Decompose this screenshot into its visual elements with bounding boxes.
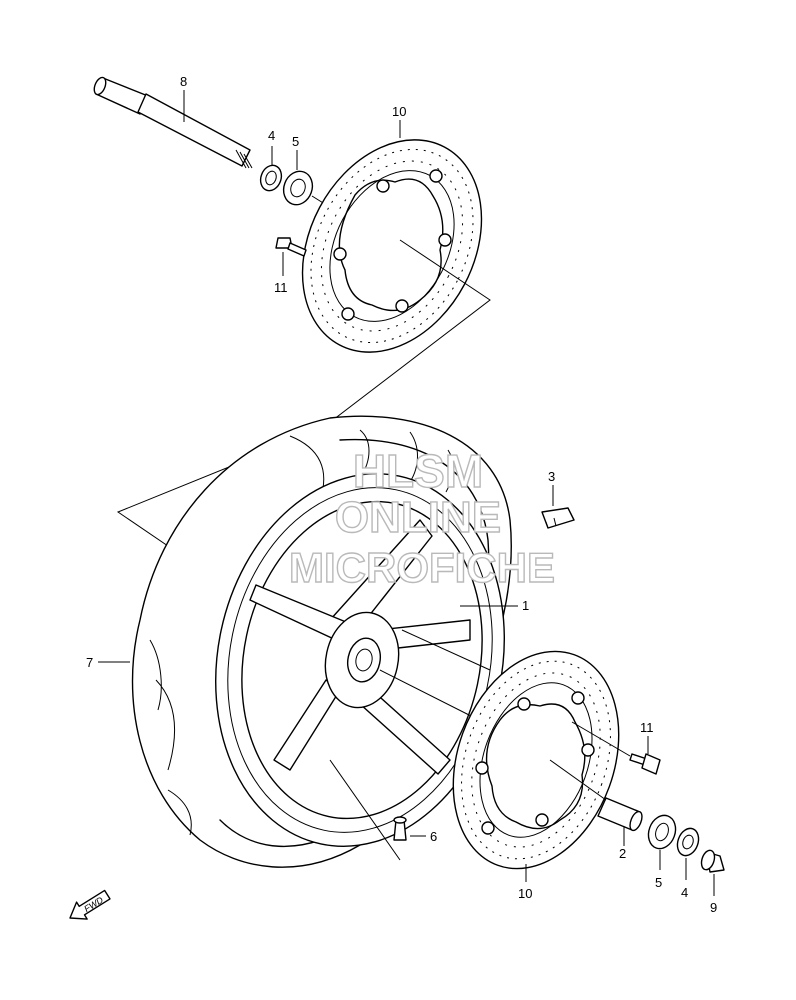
label-seal-lower: 4 [681,885,688,900]
oil-seal-upper [259,164,283,192]
air-valve [393,816,407,841]
label-tire: 7 [86,655,93,670]
brake-disc-lower [452,650,620,870]
bearing-lower [647,814,677,850]
bolt-lower [629,753,661,775]
label-spacer: 2 [619,846,626,861]
axle [93,76,253,169]
label-axle-collar: 9 [710,900,717,915]
watermark-line3: MICROFICHE [289,544,555,591]
watermark-line2: ONLINE [335,493,501,542]
watermark: HLSM ONLINE MICROFICHE [288,444,555,591]
label-bearing-upper: 5 [292,134,299,149]
label-disc-upper: 10 [392,104,406,119]
label-seal-upper: 4 [268,128,275,143]
label-bearing-lower: 5 [655,875,662,890]
axle-collar [700,849,725,873]
label-axle: 8 [180,74,187,89]
label-wheel: 1 [522,598,529,613]
label-balance-weight: 3 [548,469,555,484]
brake-disc-upper [301,139,483,353]
watermark-line1: HLSM [353,445,483,497]
bolt-upper [275,237,307,257]
label-bolt-lower: 11 [640,720,654,735]
label-valve: 6 [430,829,437,844]
balance-weight [541,507,575,529]
spacer [597,797,643,832]
label-disc-lower: 10 [518,886,532,901]
label-bolt-upper: 11 [274,280,288,295]
oil-seal-lower [676,827,700,857]
wheel-rim [215,473,505,847]
bearing-upper [282,170,314,206]
forward-arrow-icon: FWD [69,889,111,920]
assembly-guide-lower [379,629,491,719]
